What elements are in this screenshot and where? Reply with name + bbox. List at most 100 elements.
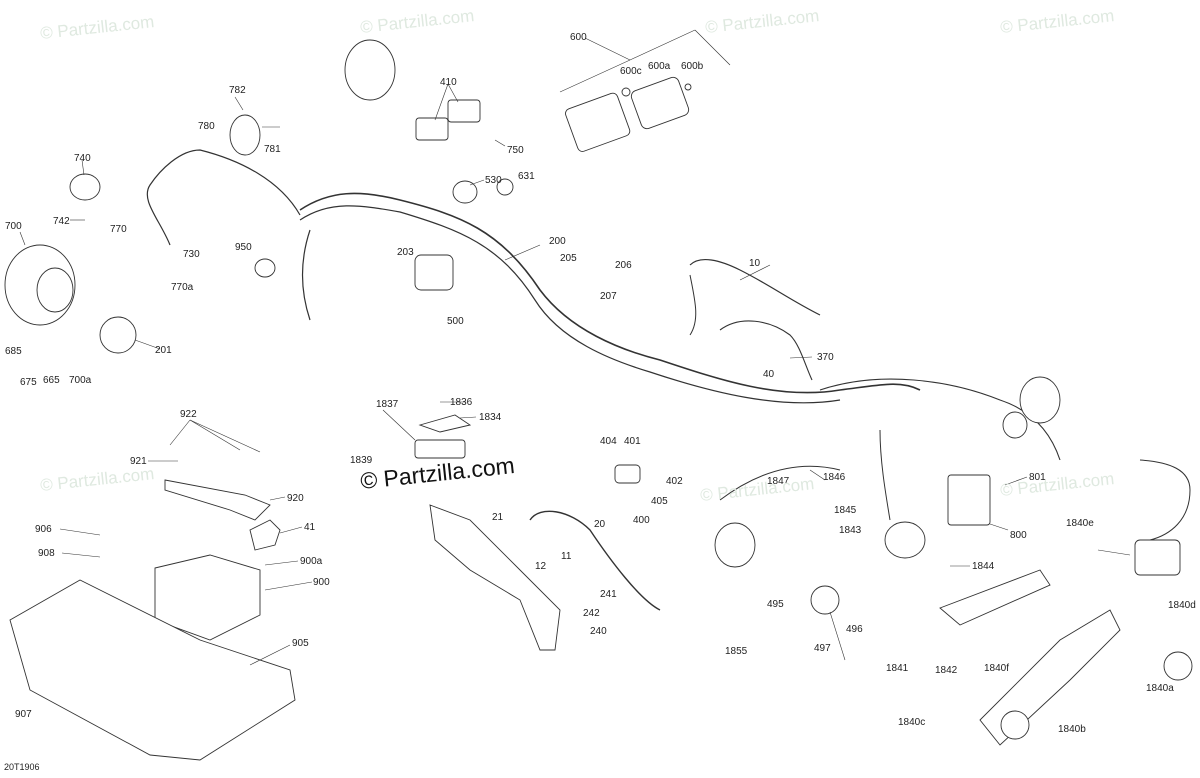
callout-907[interactable]: 907 [15, 709, 32, 720]
callout-206[interactable]: 206 [615, 260, 632, 271]
callout-530[interactable]: 530 [485, 175, 502, 186]
callout-1836[interactable]: 1836 [450, 397, 473, 408]
callout-750[interactable]: 750 [507, 145, 524, 156]
callout-207[interactable]: 207 [600, 291, 617, 302]
callout-1840d[interactable]: 1840d [1168, 600, 1196, 611]
relay-410b [447, 99, 481, 123]
callout-685[interactable]: 685 [5, 346, 22, 357]
fuse-cover-600a [630, 76, 690, 130]
callout-770a[interactable]: 770a [171, 282, 194, 293]
switch-530 [452, 180, 478, 204]
callout-41[interactable]: 41 [304, 522, 316, 533]
callout-404[interactable]: 404 [600, 436, 617, 447]
callout-1842[interactable]: 1842 [935, 665, 958, 676]
callout-1843[interactable]: 1843 [839, 525, 862, 536]
callout-600a[interactable]: 600a [648, 61, 671, 72]
light-495 [714, 522, 756, 568]
callout-1839[interactable]: 1839 [350, 455, 373, 466]
callout-740[interactable]: 740 [74, 153, 91, 164]
callout-203[interactable]: 203 [397, 247, 414, 258]
callout-1847[interactable]: 1847 [767, 476, 790, 487]
callout-906[interactable]: 906 [35, 524, 52, 535]
callout-401[interactable]: 401 [624, 436, 641, 447]
harness-1845 [879, 429, 891, 521]
callout-600[interactable]: 600 [570, 32, 587, 43]
callout-1844[interactable]: 1844 [972, 561, 995, 572]
callout-400[interactable]: 400 [633, 515, 650, 526]
callout-205[interactable]: 205 [560, 253, 577, 264]
callout-631[interactable]: 631 [518, 171, 535, 182]
callout-600c[interactable]: 600c [620, 66, 642, 77]
callout-1841[interactable]: 1841 [886, 663, 909, 674]
callout-780[interactable]: 780 [198, 121, 215, 132]
headlight-top [344, 39, 396, 101]
bulb-740 [69, 173, 101, 201]
callout-201[interactable]: 201 [155, 345, 172, 356]
callout-950[interactable]: 950 [235, 242, 252, 253]
callout-782[interactable]: 782 [229, 85, 246, 96]
callout-370[interactable]: 370 [817, 352, 834, 363]
callout-675[interactable]: 675 [20, 377, 37, 388]
bracket-1840f [939, 569, 1051, 626]
callout-922[interactable]: 922 [180, 409, 197, 420]
callout-242[interactable]: 242 [583, 608, 600, 619]
callout-12[interactable]: 12 [535, 561, 547, 572]
callout-500[interactable]: 500 [447, 316, 464, 327]
callout-742[interactable]: 742 [53, 216, 70, 227]
callout-921[interactable]: 921 [130, 456, 147, 467]
nut-600c [621, 87, 631, 97]
callout-1834[interactable]: 1834 [479, 412, 502, 423]
callout-1837[interactable]: 1837 [376, 399, 399, 410]
callout-402[interactable]: 402 [666, 476, 683, 487]
callout-700[interactable]: 700 [5, 221, 22, 232]
bracket-920 [164, 479, 271, 521]
module-800 [947, 474, 991, 526]
callout-21[interactable]: 21 [492, 512, 504, 523]
harness-10-lower [689, 274, 697, 336]
switch-1835 [414, 439, 466, 459]
callout-1840a[interactable]: 1840a [1146, 683, 1174, 694]
diagram-code: 20T1906 [4, 762, 40, 772]
callout-10[interactable]: 10 [749, 258, 761, 269]
callout-495[interactable]: 495 [767, 599, 784, 610]
callout-770[interactable]: 770 [110, 224, 127, 235]
callout-781[interactable]: 781 [264, 144, 281, 155]
callout-1840f[interactable]: 1840f [984, 663, 1010, 674]
callout-1846[interactable]: 1846 [823, 472, 846, 483]
callout-801[interactable]: 801 [1029, 472, 1046, 483]
callout-730[interactable]: 730 [183, 249, 200, 260]
callout-1840b[interactable]: 1840b [1058, 724, 1086, 735]
callout-40[interactable]: 40 [763, 369, 775, 380]
callout-410[interactable]: 410 [440, 77, 457, 88]
callout-1845[interactable]: 1845 [834, 505, 857, 516]
harness-495 [719, 465, 841, 501]
callout-700a[interactable]: 700a [69, 375, 92, 386]
socket-950 [254, 258, 276, 278]
callout-240[interactable]: 240 [590, 626, 607, 637]
callout-1840e[interactable]: 1840e [1066, 518, 1094, 529]
callout-11[interactable]: 11 [561, 551, 572, 562]
callout-665[interactable]: 665 [43, 375, 60, 386]
battery-tray-905 [9, 579, 296, 761]
callout-905[interactable]: 905 [292, 638, 309, 649]
fuse-box-600 [565, 92, 631, 152]
callout-1840c[interactable]: 1840c [898, 717, 926, 728]
callout-241[interactable]: 241 [600, 589, 617, 600]
callout-900a[interactable]: 900a [300, 556, 323, 567]
callout-908[interactable]: 908 [38, 548, 55, 559]
callout-900[interactable]: 900 [313, 577, 330, 588]
callout-496[interactable]: 496 [846, 624, 863, 635]
callout-1855[interactable]: 1855 [725, 646, 748, 657]
callout-497[interactable]: 497 [814, 643, 831, 654]
callout-800[interactable]: 800 [1010, 530, 1027, 541]
callout-20[interactable]: 20 [594, 519, 606, 530]
callout-405[interactable]: 405 [651, 496, 668, 507]
callout-920[interactable]: 920 [287, 493, 304, 504]
callout-600b[interactable]: 600b [681, 61, 704, 72]
cap-1840a-end [1163, 651, 1193, 681]
headlight-right [1019, 376, 1061, 424]
callout-200[interactable]: 200 [549, 236, 566, 247]
cover-1834 [418, 414, 472, 433]
harness-left-loop [146, 149, 301, 246]
clip-631 [496, 178, 514, 196]
